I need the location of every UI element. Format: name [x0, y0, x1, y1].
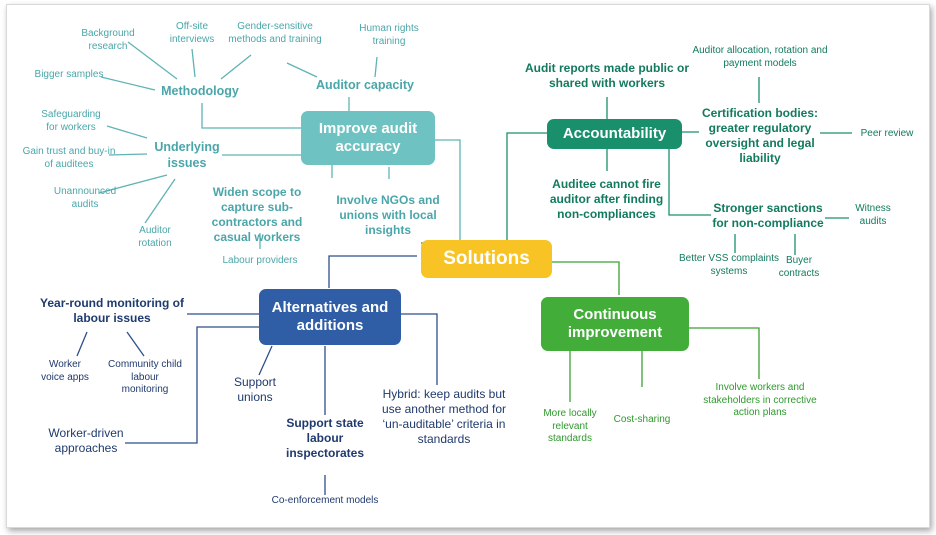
leaf-buyer-contracts: Buyer contracts [778, 255, 820, 279]
leaf-involve-workers-stakeholders: Involve workers and stakeholders in corr… [703, 382, 817, 418]
leaf-peer-review: Peer review [860, 128, 914, 139]
node-auditee-cannot-fire: Auditee cannot fire auditor after findin… [549, 177, 664, 221]
leaf-bigger-samples: Bigger samples [34, 69, 104, 80]
node-support-unions: Support unions [233, 375, 277, 404]
connector-lines [76, 41, 852, 495]
node-widen-scope: Widen scope to capture sub-contractors a… [211, 185, 303, 244]
leaf-community-child-labour: Community child labour monitoring [108, 359, 182, 395]
node-audit-reports-public: Audit reports made public or shared with… [524, 61, 689, 90]
node-alternatives-and-additions: Alternatives and additions [259, 289, 401, 345]
leaf-co-enforcement-models: Co-enforcement models [271, 495, 379, 506]
node-auditor-capacity: Auditor capacity [316, 78, 414, 92]
leaf-better-vss: Better VSS complaints systems [678, 253, 780, 277]
leaf-safeguarding-for-workers: Safeguarding for workers [41, 109, 101, 133]
node-accountability: Accountability [547, 119, 682, 149]
node-methodology: Methodology [161, 84, 239, 98]
leaf-gain-trust: Gain trust and buy-in of auditees [22, 146, 116, 170]
central-node-solutions: Solutions [421, 240, 552, 278]
leaf-human-rights-training: Human rights training [359, 23, 419, 47]
mind-map-canvas: Solutions Improve audit accuracy Methodo… [6, 4, 930, 528]
node-continuous-improvement: Continuous improvement [541, 297, 689, 351]
node-stronger-sanctions: Stronger sanctions for non-compliance [712, 201, 824, 230]
node-involve-ngos: Involve NGOs and unions with local insig… [336, 193, 440, 237]
node-underlying-issues: Underlying issues [154, 140, 220, 170]
leaf-unannounced-audits: Unannounced audits [53, 186, 117, 210]
node-year-round-monitoring: Year-round monitoring of labour issues [40, 296, 184, 325]
leaf-more-locally-relevant: More locally relevant standards [543, 408, 597, 444]
leaf-gender-sensitive-methods: Gender-sensitive methods and training [228, 21, 322, 45]
leaf-off-site-interviews: Off-site interviews [169, 21, 215, 45]
leaf-auditor-allocation: Auditor allocation, rotation and payment… [692, 45, 828, 69]
leaf-worker-voice-apps: Worker voice apps [41, 359, 89, 383]
leaf-background-research: Background research [81, 28, 135, 52]
node-worker-driven-approaches: Worker-driven approaches [48, 426, 124, 455]
node-hybrid: Hybrid: keep audits but use another meth… [381, 387, 507, 446]
node-certification-bodies: Certification bodies: greater regulatory… [701, 106, 818, 165]
leaf-cost-sharing: Cost-sharing [613, 414, 671, 425]
leaf-witness-audits: Witness audits [855, 203, 891, 227]
node-improve-audit-accuracy: Improve audit accuracy [301, 111, 435, 165]
leaf-labour-providers: Labour providers [222, 255, 298, 266]
node-support-state-labour-inspectorates: Support state labour inspectorates [285, 416, 365, 460]
leaf-auditor-rotation: Auditor rotation [138, 225, 172, 249]
